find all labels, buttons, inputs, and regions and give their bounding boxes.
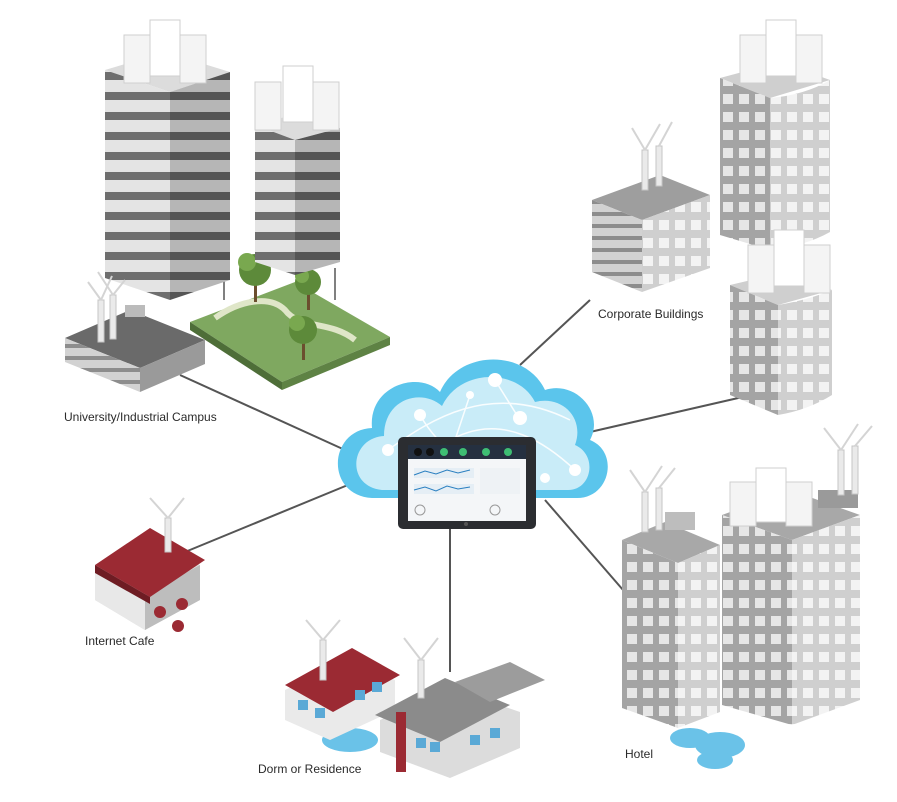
antenna-icon [149,497,185,553]
hotel-illustration [622,423,873,769]
access-point-icon [123,19,207,84]
building-icon [105,19,230,300]
dorm-illustration [285,619,545,778]
access-point-icon [729,467,813,527]
label-corporate: Corporate Buildings [598,307,703,321]
building-icon [720,19,830,250]
building-icon [622,512,720,728]
building-icon [592,121,710,292]
label-dorm: Dorm or Residence [258,762,362,776]
access-point-icon [739,19,823,84]
building-icon [254,65,340,275]
cafe-illustration [95,497,205,632]
link-cafe [184,479,361,553]
label-campus: University/Industrial Campus [64,410,217,424]
antenna-icon [305,619,439,699]
access-point-icon [747,229,831,294]
link-campus [179,374,346,451]
access-point-icon [254,65,340,131]
tree-icon [295,269,321,310]
antenna-icon [629,423,873,533]
link-corporate-right [589,392,761,433]
link-corporate [519,299,591,366]
tablet-icon [398,437,536,529]
label-cafe: Internet Cafe [85,634,155,648]
connection-lines [179,299,761,672]
antenna-icon [87,271,126,343]
building-icon [722,467,860,725]
campus-illustration [65,19,390,392]
building-icon [65,271,205,392]
link-hotel [544,499,631,599]
antenna-icon [631,121,673,191]
label-hotel: Hotel [625,747,653,761]
tree-icon [289,315,317,360]
corporate-illustration [592,19,832,415]
building-icon [730,229,832,415]
